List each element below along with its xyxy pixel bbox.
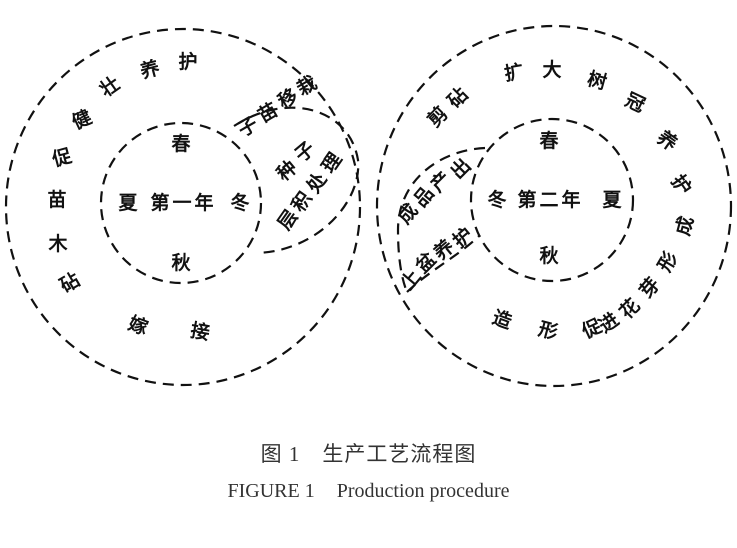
diagram-label: 养: [137, 56, 162, 83]
diagram-label: 二: [539, 189, 558, 211]
year-1-season-ring: [99, 121, 263, 285]
diagram-label: 种: [272, 156, 301, 186]
figure-number-en: FIGURE 1: [227, 480, 315, 502]
diagram-label: 第: [150, 191, 169, 214]
diagram-label: 春: [171, 132, 190, 155]
diagram-label: 剪: [423, 102, 453, 132]
diagram-label: 形: [536, 318, 560, 344]
year-2-potting-line: [406, 234, 481, 293]
diagram-label: 冬: [230, 191, 249, 214]
diagram-label: 第: [517, 188, 536, 211]
year-1-cycle: [4, 27, 362, 387]
diagram-labels: 夏第一年冬春秋砧木苗促健壮养护嫁接子苗移栽种子层积处理冬第二年夏春秋剪砧扩大树冠…: [47, 50, 698, 344]
figure-caption-cn: 图 1 生产工艺流程图: [0, 438, 737, 468]
year-2-cycle: [375, 24, 733, 388]
diagram-label: 砧: [56, 269, 83, 298]
diagram-label: 理: [318, 149, 347, 177]
figure-number-cn: 图 1: [260, 442, 301, 466]
year-2-season-ring: [469, 117, 635, 283]
production-cycle-diagram: 夏第一年冬春秋砧木苗促健壮养护嫁接子苗移栽种子层积处理冬第二年夏春秋剪砧扩大树冠…: [4, 24, 733, 388]
diagram-label: 形: [654, 248, 683, 275]
diagram-label: 一: [172, 192, 191, 214]
diagram-label: 冠: [622, 89, 649, 117]
diagram-label: 子: [291, 137, 320, 166]
diagram-label: 壮: [95, 72, 124, 102]
diagram-label: 子: [234, 113, 261, 142]
diagram-label: 苗: [254, 99, 281, 128]
diagram-label: 木: [47, 232, 68, 255]
diagram-label: 养: [652, 125, 682, 155]
diagram-label: 大: [542, 58, 561, 81]
diagram-label: 秋: [171, 251, 191, 274]
diagram-label: 秋: [539, 244, 559, 267]
diagram-label: 年: [194, 191, 213, 214]
diagram-label: 嫁: [125, 311, 151, 339]
diagram-label: 造: [489, 305, 516, 333]
diagram-label: 夏: [118, 192, 138, 214]
diagram-label: 扩: [503, 61, 526, 86]
year-2-outer-ring: [375, 24, 733, 388]
figure-title-en: Production procedure: [336, 480, 510, 502]
diagram-label: 年: [561, 188, 580, 211]
diagram-label: 树: [585, 67, 609, 94]
year-2-product-lens: [396, 146, 486, 293]
diagram-label: 春: [539, 129, 558, 152]
diagram-label: 护: [667, 170, 697, 199]
diagram-label: 成: [671, 214, 698, 238]
diagram-label: 夏: [602, 189, 622, 211]
diagram-label: 促: [49, 144, 74, 171]
diagram-label: 花: [615, 294, 645, 324]
year-1-outer-ring: [4, 27, 362, 387]
figure-caption-en: FIGURE 1 Production procedure: [0, 480, 737, 503]
diagram-label: 冬: [487, 188, 506, 211]
diagram-label: 苗: [47, 189, 66, 211]
diagram-label: 健: [68, 105, 95, 134]
diagram-label: 护: [178, 50, 197, 73]
diagram-label: 芽: [635, 273, 665, 302]
diagram-label: 接: [189, 320, 212, 345]
figure-title-cn: 生产工艺流程图: [322, 442, 477, 466]
diagram-label: 砧: [443, 83, 472, 112]
year-1-seed-lens: [233, 106, 360, 255]
